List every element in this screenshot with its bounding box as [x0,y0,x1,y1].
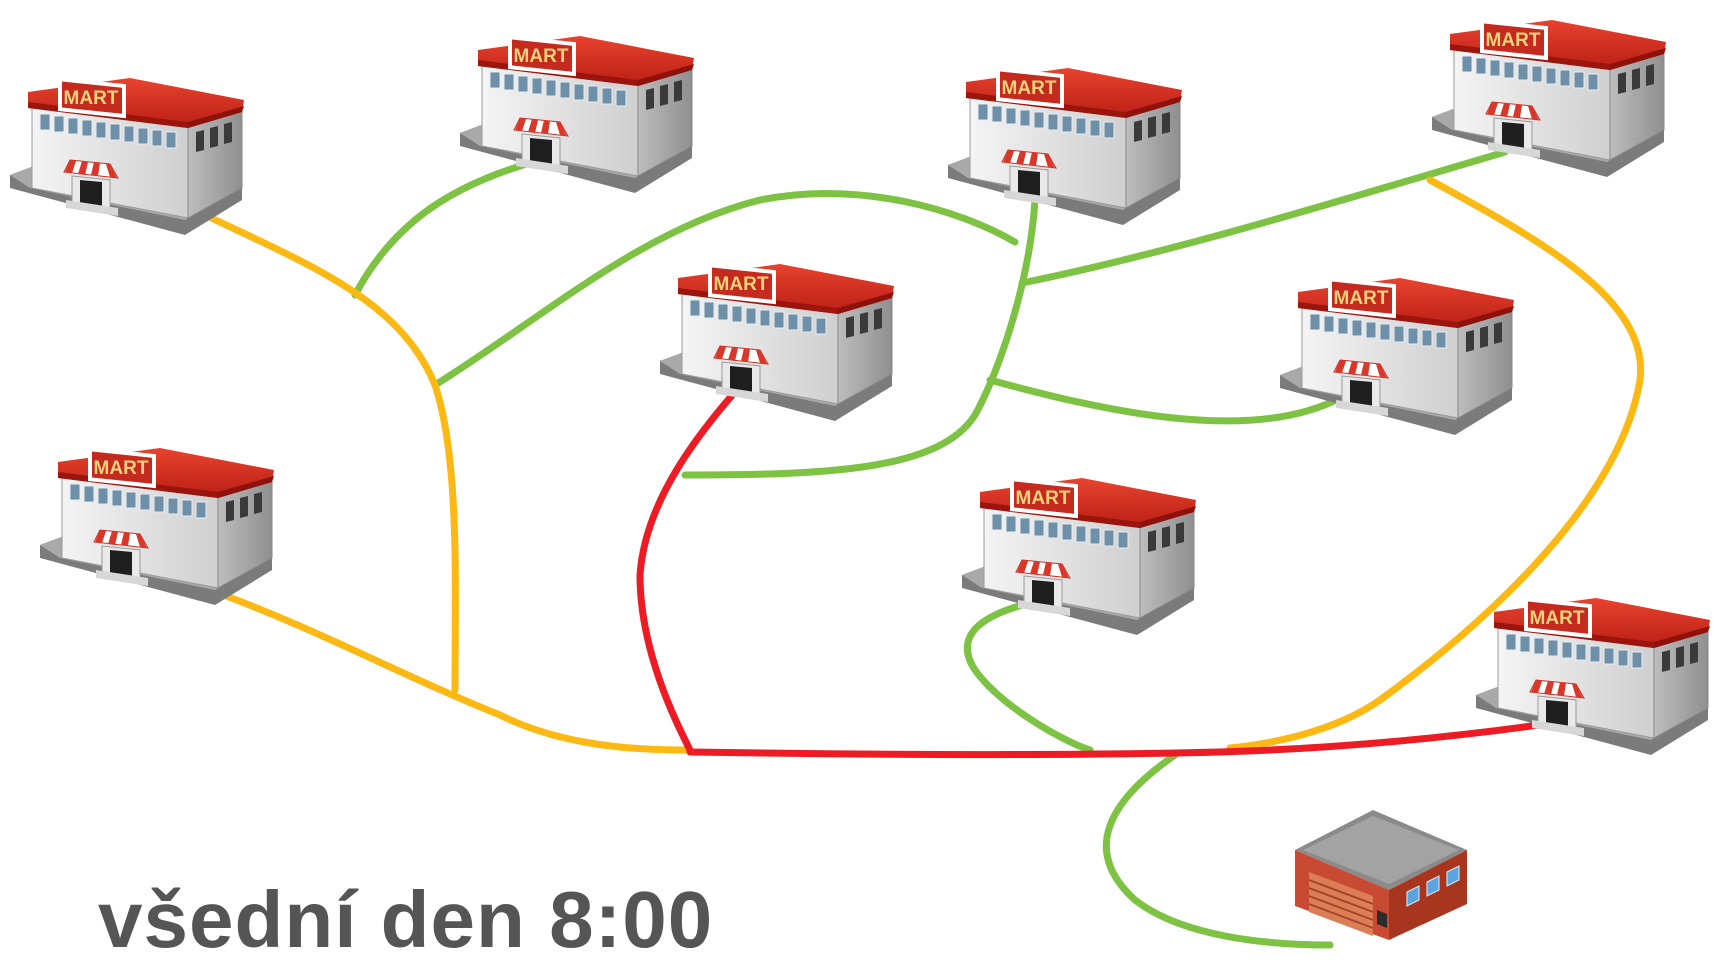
store-sign-text: MART [64,88,119,109]
store-8: MART [961,476,1197,636]
store-9: MART [1475,596,1711,756]
store-6: MART [659,262,895,422]
store-sign-text: MART [514,46,569,67]
road-orange-store4-loop [1226,176,1645,752]
road-green-warehouse [1102,751,1334,949]
store-7: MART [1279,276,1515,436]
road-orange-store1-trunk [201,211,459,694]
store-1: MART [9,76,245,236]
road-green-store6-branch [986,376,1344,425]
road-green-store3-to-branch [431,190,1019,389]
store-sign-text: MART [1486,30,1541,51]
road-orange-store5-main [206,586,689,754]
store-3: MART [947,66,1183,226]
store-2: MART [459,34,695,194]
caption-title: všední den 8:00 [98,875,714,964]
store-5: MART [39,446,275,606]
store-sign-text: MART [1530,608,1585,629]
store-sign-text: MART [1016,488,1071,509]
warehouse-icon [1294,809,1468,941]
store-4: MART [1431,18,1667,178]
store-sign-text: MART [714,274,769,295]
store-sign-text: MART [1334,288,1389,309]
store-sign-text: MART [1002,78,1057,99]
road-red-store6-trunk [636,371,754,754]
road-green-store4-branch [1018,148,1509,287]
store-sign-text: MART [94,458,149,479]
road-green-store2-branch [351,156,544,299]
road-red-main [686,718,1564,759]
road-green-store8-branch [964,598,1094,754]
